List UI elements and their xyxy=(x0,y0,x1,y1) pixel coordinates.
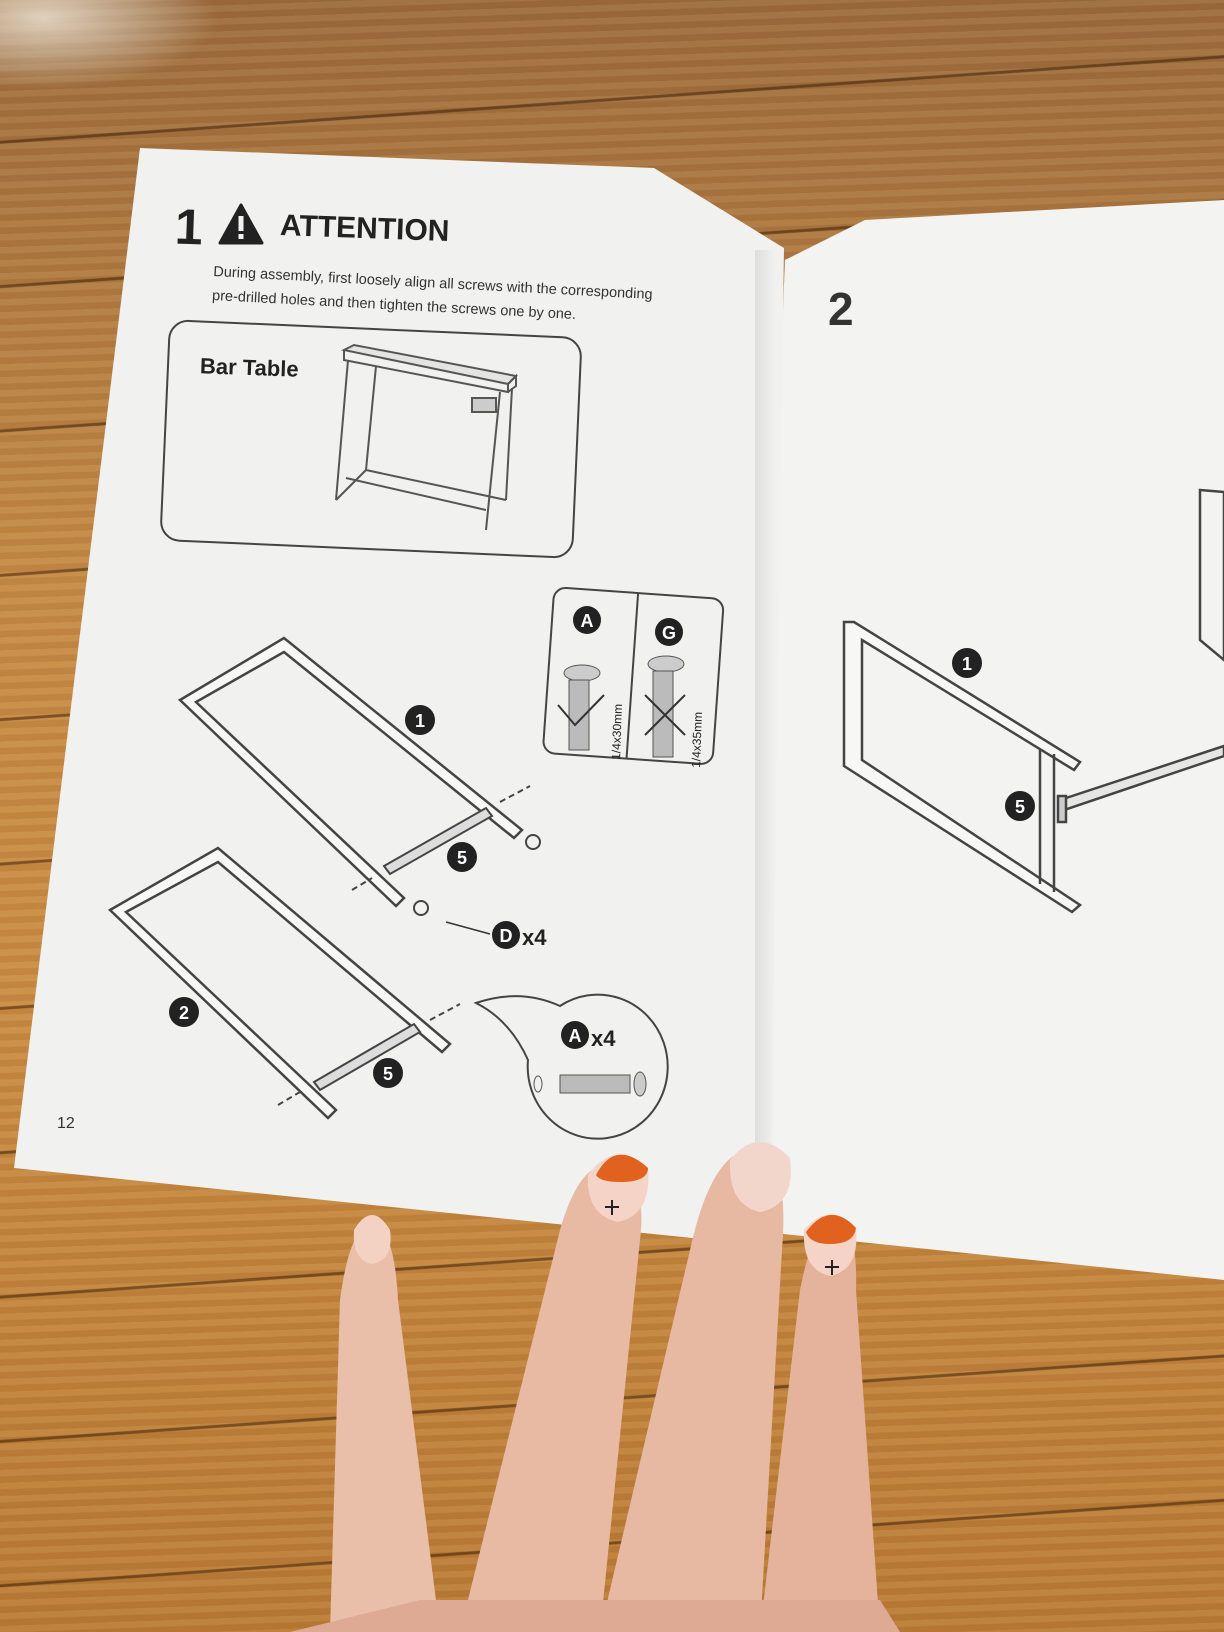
screw-a-illustration: A 1/4x30mm xyxy=(557,606,625,760)
screw-g-badge: G xyxy=(662,623,676,643)
page-number: 12 xyxy=(57,1115,75,1132)
screw-g-size: 1/4x35mm xyxy=(689,712,705,768)
step-2-frame-1-label: 1 xyxy=(952,648,982,678)
screw-compare-box xyxy=(542,586,725,765)
manual-right-page xyxy=(745,200,1224,1280)
hardware-a-qty: x4 xyxy=(591,1026,616,1051)
bar-5-lower-badge: 5 xyxy=(383,1064,393,1084)
bar-5-upper-badge: 5 xyxy=(457,848,467,868)
hardware-a-callout: A x4 xyxy=(473,993,669,1140)
step-number-2: 2 xyxy=(828,283,854,335)
frame-1-label: 1 xyxy=(405,705,435,735)
frame-2-label: 2 xyxy=(169,997,199,1027)
step-2-bar-5-badge: 5 xyxy=(1015,797,1025,817)
bar-5-lower-illustration xyxy=(277,1003,461,1106)
hardware-d-qty: x4 xyxy=(522,925,547,950)
step-2-bar-5-label: 5 xyxy=(1005,791,1035,821)
manual-gutter xyxy=(755,250,775,1240)
hardware-d-badge: D xyxy=(500,926,513,946)
hardware-d-callout: D x4 xyxy=(413,834,547,950)
screw-a-badge: A xyxy=(581,611,594,631)
screw-a-size: 1/4x30mm xyxy=(609,704,625,760)
frame-2-illustration xyxy=(107,846,452,1120)
fur-rug-edge xyxy=(0,0,220,90)
frame-1-illustration xyxy=(177,636,524,908)
frame-1-badge: 1 xyxy=(415,711,425,731)
bar-5-lower-label: 5 xyxy=(373,1058,403,1088)
frame-2-badge: 2 xyxy=(179,1003,189,1023)
hardware-a-badge: A xyxy=(569,1026,582,1046)
warning-icon xyxy=(218,203,264,245)
step-2-frame-illustration xyxy=(842,488,1224,914)
bar-5-upper-illustration xyxy=(351,785,531,891)
screw-g-illustration: G 1/4x35mm xyxy=(644,618,705,768)
bar-5-upper-label: 5 xyxy=(447,842,477,872)
bar-table-illustration xyxy=(335,343,519,531)
step-2-frame-1-badge: 1 xyxy=(962,654,972,674)
